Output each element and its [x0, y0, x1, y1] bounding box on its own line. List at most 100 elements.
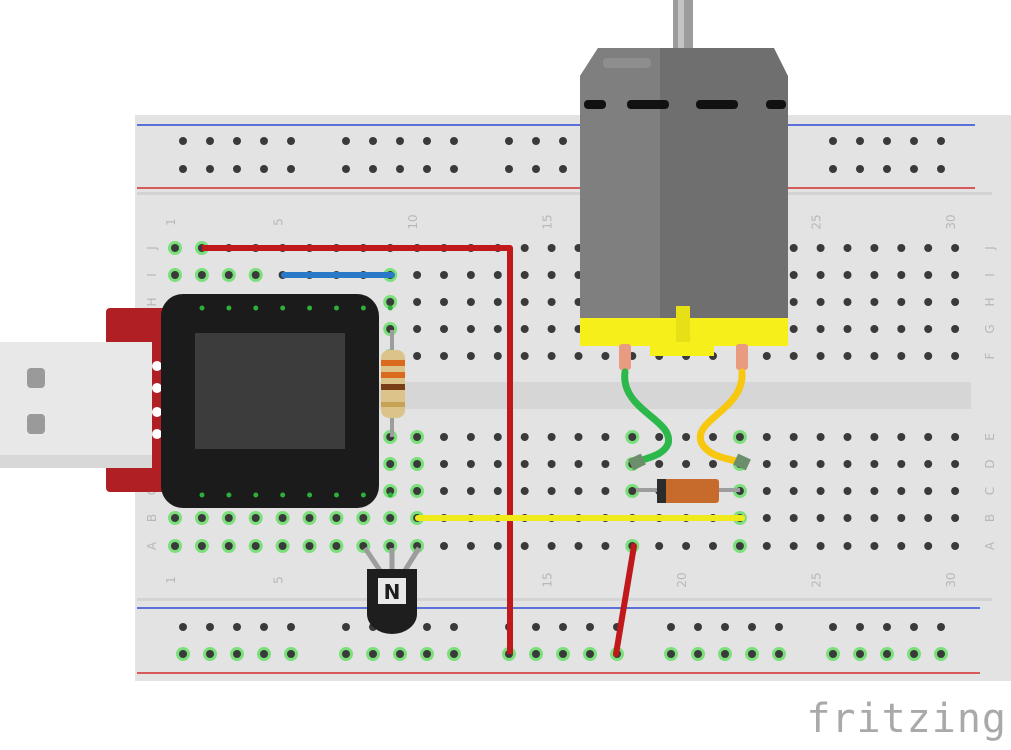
hole — [816, 460, 825, 468]
hole — [520, 352, 529, 360]
hole — [951, 487, 960, 495]
hole — [171, 514, 179, 522]
rail-hole — [667, 623, 675, 631]
hole — [843, 542, 852, 550]
motor-vent — [696, 100, 738, 109]
red-wire-bottom — [613, 543, 637, 657]
hole — [924, 352, 933, 360]
hole — [735, 433, 744, 441]
hole — [843, 514, 852, 522]
hole — [870, 244, 879, 252]
rail-hole — [206, 623, 214, 631]
hole — [870, 298, 879, 306]
hole — [440, 352, 448, 360]
hole — [816, 514, 825, 522]
hole — [386, 514, 395, 522]
rail-hole — [260, 650, 268, 658]
rail-hole — [856, 165, 864, 173]
motor-wire-yellow — [696, 368, 746, 468]
rail-hole — [260, 623, 268, 631]
usb-plug-edge — [0, 455, 152, 468]
mcu-pin — [253, 492, 259, 498]
hole — [924, 298, 933, 306]
rail-hole — [179, 623, 187, 631]
rail-hole — [179, 137, 187, 145]
motor-vent — [627, 100, 669, 109]
usb-pin — [152, 407, 162, 417]
hole — [897, 460, 906, 468]
hole — [413, 298, 422, 306]
rail-hole — [721, 623, 729, 631]
col-number-bottom: 5 — [272, 576, 286, 584]
diode-body — [657, 479, 719, 503]
rail-divider-bottom — [137, 598, 992, 601]
motor-terminal-left — [619, 344, 631, 370]
mcu-pin — [199, 492, 205, 498]
hole — [843, 325, 852, 333]
motor-body-shade — [580, 48, 660, 322]
rail-hole — [559, 623, 567, 631]
mcu-pin — [226, 492, 232, 498]
hole — [386, 460, 395, 468]
rail-hole — [559, 137, 567, 145]
hole — [843, 298, 852, 306]
hole — [440, 298, 448, 306]
hole — [413, 487, 422, 495]
motor-endcap-boss — [650, 338, 714, 356]
rail-hole — [829, 650, 837, 658]
hole — [574, 487, 583, 495]
hole — [601, 433, 610, 441]
rail-hole — [287, 165, 295, 173]
rail-hole — [423, 165, 431, 173]
col-number-top: 25 — [810, 214, 824, 229]
hole — [413, 542, 422, 550]
hole — [924, 271, 933, 279]
row-letter-right: A — [983, 541, 997, 550]
row-letter-left: A — [145, 541, 159, 550]
hole — [897, 487, 906, 495]
hole — [870, 271, 879, 279]
hole — [413, 460, 422, 468]
hole — [789, 352, 798, 360]
rail-hole — [559, 650, 567, 658]
hole — [628, 487, 637, 495]
hole — [843, 244, 852, 252]
hole — [816, 352, 825, 360]
rail-hole — [206, 650, 214, 658]
hole — [951, 325, 960, 333]
hole — [520, 325, 529, 333]
hole — [547, 433, 556, 441]
hole — [816, 244, 825, 252]
rail-hole — [342, 137, 350, 145]
hole — [466, 298, 475, 306]
motor-vent — [584, 100, 606, 109]
mcu-pin — [360, 492, 366, 498]
hole — [413, 433, 422, 441]
rail-hole — [450, 650, 458, 658]
hole — [574, 542, 583, 550]
rail-hole — [694, 623, 702, 631]
hole — [547, 325, 556, 333]
rail-hole — [937, 623, 945, 631]
mcu-pin — [307, 305, 313, 311]
mcu-pin — [360, 305, 366, 311]
hole — [547, 460, 556, 468]
hole — [520, 298, 529, 306]
hole — [224, 514, 233, 522]
rail-hole — [829, 137, 837, 145]
hole — [762, 542, 771, 550]
microcontroller-chip — [195, 333, 345, 449]
rail-hole — [423, 623, 431, 631]
rail-hole — [260, 137, 268, 145]
rail-hole — [450, 137, 458, 145]
hole — [816, 298, 825, 306]
hole — [520, 244, 529, 252]
rail-hole — [179, 650, 187, 658]
hole — [440, 542, 448, 550]
rail-hole — [260, 165, 268, 173]
rail-hole — [586, 623, 594, 631]
hole — [332, 542, 341, 550]
rail-hole — [342, 650, 350, 658]
col-number-top: 1 — [164, 218, 178, 226]
rail-hole — [233, 623, 241, 631]
